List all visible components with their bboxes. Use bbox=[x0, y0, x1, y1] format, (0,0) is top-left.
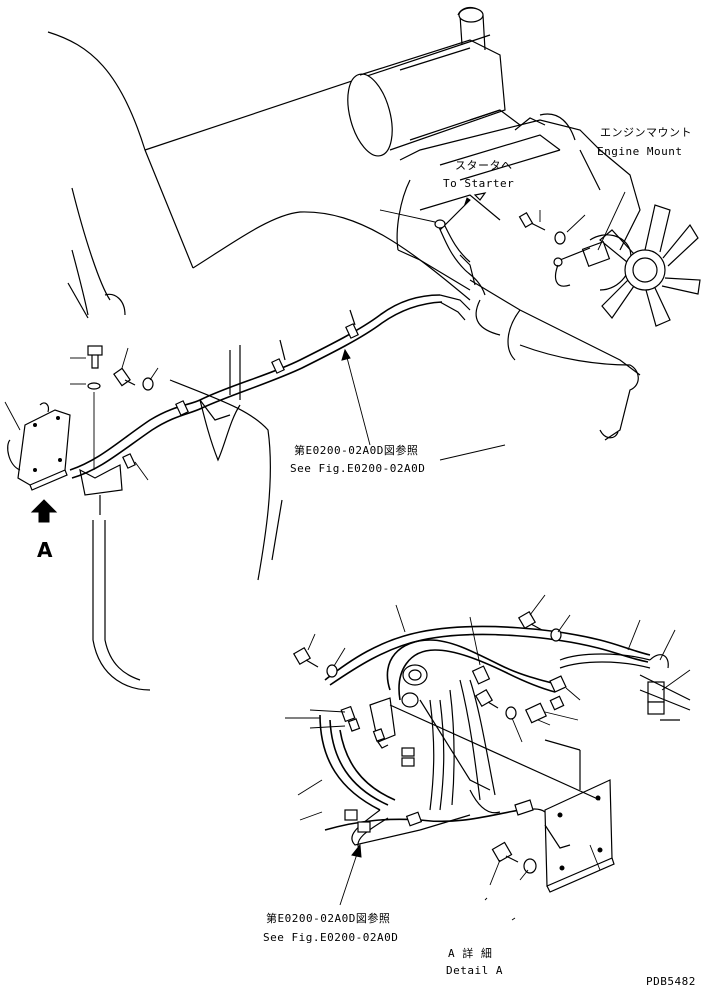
to-starter-label-en: To Starter bbox=[443, 177, 515, 190]
engine-mount-label-jp: エンジンマウント bbox=[600, 126, 692, 139]
detail-see-figure-label-en: See Fig.E0200-02A0D bbox=[263, 931, 399, 944]
detail-a-title-jp: A 詳 細 bbox=[448, 947, 493, 960]
detail-a-title-en: Detail A bbox=[446, 964, 503, 977]
cab-outline bbox=[47, 31, 491, 691]
left-bracket-assembly bbox=[4, 345, 159, 523]
detail-a-drawing bbox=[285, 594, 691, 921]
engine-assembly bbox=[347, 6, 701, 461]
relay-block-round bbox=[401, 664, 428, 708]
to-starter-label-jp: スタータへ bbox=[455, 159, 513, 172]
cooling-fan bbox=[599, 204, 701, 327]
drawing-number: PDB5482 bbox=[646, 975, 696, 988]
view-a-label: A bbox=[37, 538, 53, 562]
detail-see-figure-label-jp: 第E0200-02A0D図参照 bbox=[266, 912, 391, 925]
see-figure-label-jp: 第E0200-02A0D図参照 bbox=[294, 444, 419, 457]
see-figure-label-en: See Fig.E0200-02A0D bbox=[290, 462, 426, 475]
wiring-harness bbox=[69, 294, 471, 479]
engine-mount-label-en: Engine Mount bbox=[597, 145, 683, 158]
